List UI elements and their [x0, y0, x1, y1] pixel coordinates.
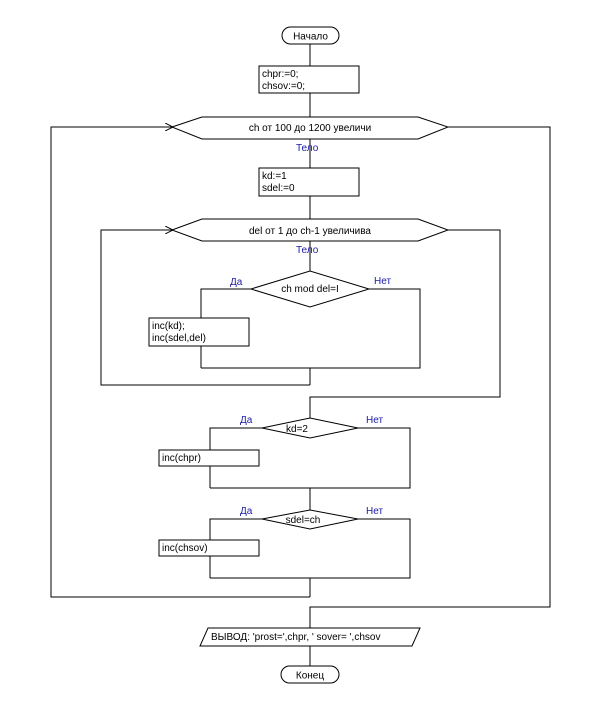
decision-sdel: sdel=ch — [261, 509, 359, 530]
decision-mod-label: ch mod del=I — [281, 284, 339, 295]
outer-loop-body-tag: Тело — [296, 143, 319, 154]
decision-mod-yes: Да — [230, 277, 243, 288]
inner-loop-header: del от 1 до ch-1 увеличива — [170, 218, 450, 242]
outer-loop-label: ch от 100 до 1200 увеличи — [249, 123, 371, 134]
output-block: ВЫВОД: 'prost=',chpr, ' sover= ',chsov — [199, 627, 421, 647]
decision-sdel-label: sdel=ch — [286, 515, 321, 526]
start-label: Начало — [293, 32, 328, 43]
inner-init-block: kd:=1 sdel:=0 — [258, 167, 360, 197]
connector-lines — [50, 43, 551, 666]
inc-block-line-2: inc(sdel,del) — [152, 333, 206, 344]
decision-kd-label: kd=2 — [286, 424, 308, 435]
decision-sdel-no: Нет — [366, 506, 383, 517]
output-label: ВЫВОД: 'prost=',chpr, ' sover= ',chsov — [211, 632, 380, 643]
inner-loop-body-tag: Тело — [296, 245, 319, 256]
inc-chsov-block: inc(chsov) — [158, 539, 260, 557]
start-terminator: Начало — [281, 26, 340, 45]
inc-block-line-1: inc(kd); — [152, 321, 185, 332]
end-terminator: Конец — [280, 665, 340, 684]
decision-kd-yes: Да — [240, 415, 253, 426]
end-label: Конец — [296, 671, 324, 682]
init-line-2: chsov:=0; — [262, 81, 305, 92]
inc-chpr-block: inc(chpr) — [158, 449, 260, 467]
decision-kd-no: Нет — [366, 415, 383, 426]
outer-loop-header: ch от 100 до 1200 увеличи — [170, 116, 450, 140]
inner-loop-label: del от 1 до ch-1 увеличива — [249, 226, 371, 237]
init-line-1: chpr:=0; — [262, 69, 298, 80]
decision-sdel-yes: Да — [240, 506, 253, 517]
inner-init-line-1: kd:=1 — [262, 171, 287, 182]
inc-block: inc(kd); inc(sdel,del) — [148, 317, 250, 347]
inc-chpr-label: inc(chpr) — [162, 453, 201, 464]
decision-mod-no: Нет — [374, 276, 391, 287]
inc-chsov-label: inc(chsov) — [162, 543, 208, 554]
inner-init-line-2: sdel:=0 — [262, 183, 295, 194]
decision-mod: ch mod del=I — [249, 270, 371, 308]
init-block: chpr:=0; chsov:=0; — [258, 65, 360, 94]
decision-kd: kd=2 — [261, 417, 359, 439]
